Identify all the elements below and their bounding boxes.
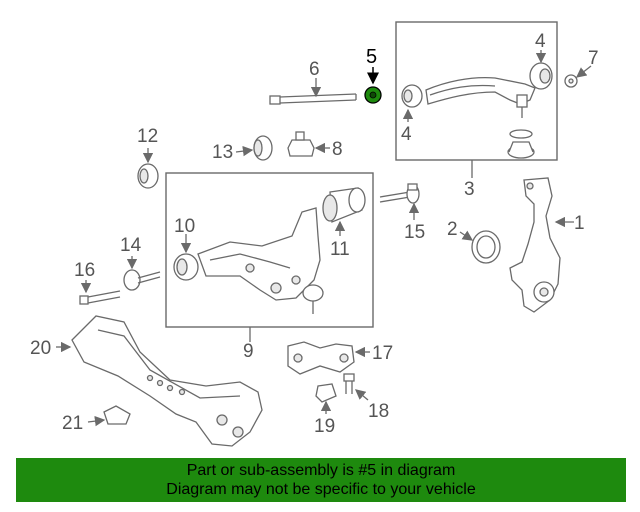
part-15-bolt <box>379 183 420 220</box>
label-part-17: 17 <box>372 343 393 364</box>
part-12-bushing <box>137 148 159 189</box>
label-part-5: 5 <box>366 46 377 68</box>
label-part-21: 21 <box>62 413 83 434</box>
label-part-6: 6 <box>309 59 320 80</box>
part-18-bolt <box>343 373 369 401</box>
label-part-8: 8 <box>332 139 343 160</box>
label-part-18: 18 <box>368 401 389 422</box>
label-part-9: 9 <box>243 341 254 362</box>
banner-line-2: Diagram may not be specific to your vehi… <box>166 481 476 498</box>
upper-control-arm-group <box>395 21 558 178</box>
label-part-3: 3 <box>464 179 475 200</box>
label-part-14: 14 <box>120 235 142 256</box>
label-part-4: 4 <box>535 31 546 52</box>
part-labels: 1 2 3 4 4 5 6 7 8 9 10 11 12 13 14 15 16… <box>30 31 599 437</box>
part-19-cap <box>315 383 337 414</box>
label-part-1: 1 <box>574 213 585 234</box>
part-1-knuckle <box>509 177 574 313</box>
lower-control-arm-group <box>165 172 374 342</box>
label-part-15: 15 <box>404 222 425 243</box>
part-5-highlighted <box>364 67 382 104</box>
label-part-4: 4 <box>401 124 412 145</box>
part-8-mount <box>287 131 330 157</box>
part-20-crossmember <box>56 315 263 447</box>
info-banner: Part or sub-assembly is #5 in diagram Di… <box>16 458 626 502</box>
part-14-bushing <box>123 256 161 291</box>
label-part-10: 10 <box>174 216 195 237</box>
label-part-20: 20 <box>30 338 51 359</box>
label-part-19: 19 <box>314 416 335 437</box>
part-6-bolt <box>269 78 357 105</box>
part-2-seal <box>459 230 501 264</box>
label-part-11: 11 <box>330 239 350 260</box>
label-part-7: 7 <box>588 48 599 69</box>
part-7-nut <box>564 65 592 88</box>
part-13-bushing <box>235 135 273 161</box>
part-17-bracket <box>287 341 370 375</box>
label-part-12: 12 <box>137 126 158 147</box>
part-16-bolt <box>79 280 121 305</box>
banner-line-1: Part or sub-assembly is #5 in diagram <box>186 462 456 479</box>
label-part-16: 16 <box>74 260 95 281</box>
part-21-bracket <box>87 405 131 427</box>
label-part-2: 2 <box>447 219 458 240</box>
label-part-13: 13 <box>212 142 233 163</box>
parts-diagram: 1 2 3 4 4 5 6 7 8 9 10 11 12 13 14 15 16… <box>30 21 599 447</box>
